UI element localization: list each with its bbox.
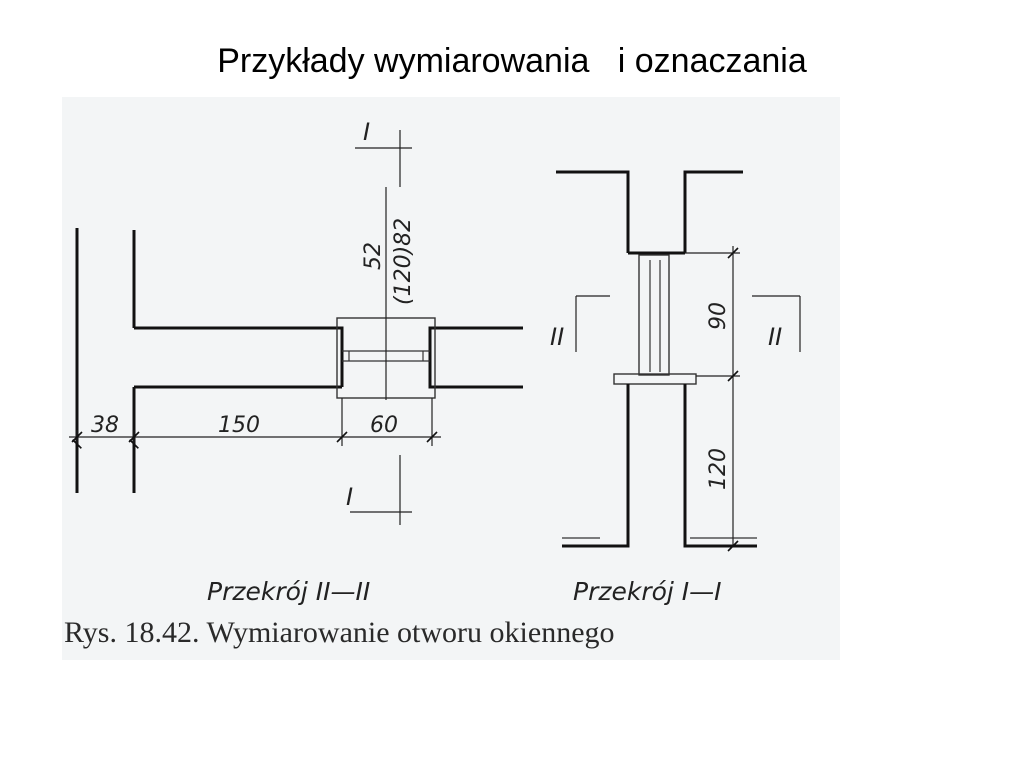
dimension-52: 52 (361, 242, 386, 270)
tick-38-left (71, 431, 83, 443)
dimension-60: 60 (370, 413, 398, 438)
section-i-i: 90 120 II II Przekrój I—I (550, 170, 801, 606)
lower-wall-left (562, 384, 630, 548)
right-wall-piece (428, 326, 523, 389)
section-label-ii-ii: Przekrój II—II (207, 577, 370, 606)
section-mark-bottom: I (346, 483, 353, 511)
window-sill (613, 373, 697, 385)
tick-38-right (128, 431, 140, 443)
window-frame-vertical (638, 254, 670, 376)
section-mark-right: II (768, 323, 782, 351)
section-mark-top: I (363, 118, 370, 146)
wall-opening-upper (134, 326, 344, 387)
lintel-left (556, 170, 630, 253)
tick-top (727, 247, 739, 259)
dimension-38: 38 (91, 413, 119, 438)
section-ii-ii: I I 38 150 60 52 (120)82 Przekrój II—II (69, 118, 523, 606)
section-label-i-i: Przekrój I—I (573, 577, 722, 606)
section-mark-left: II (550, 323, 564, 351)
dimension-120-82: (120)82 (391, 218, 416, 305)
tick-60-right (426, 431, 438, 443)
tick-mid (727, 370, 739, 382)
tick-bottom (727, 540, 739, 552)
figure-caption: Rys. 18.42. Wymiarowanie otworu okienneg… (64, 616, 615, 649)
scanned-figure (62, 97, 840, 660)
dimension-150: 150 (218, 413, 260, 438)
dimension-90: 90 (706, 302, 731, 330)
tick-60-left (336, 431, 348, 443)
slide-title: Przykłady wymiarowania i oznaczania (217, 42, 807, 80)
dimension-120: 120 (706, 448, 731, 490)
lintel-right (683, 170, 743, 253)
